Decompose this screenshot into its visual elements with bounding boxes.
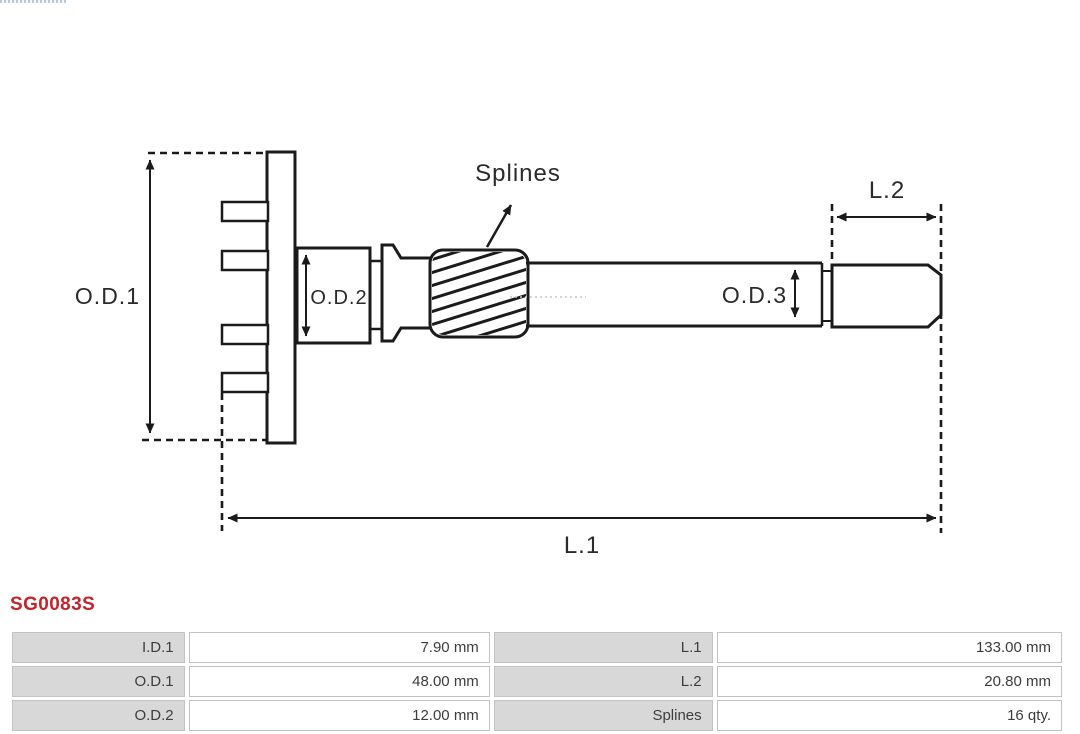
spec-label-cell: O.D.2 [12, 700, 185, 731]
l1-label: L.1 [564, 532, 600, 559]
spec-value-cell: 7.90 mm [188, 632, 490, 663]
od3-label: O.D.3 [722, 282, 787, 308]
spec-row: O.D.2 12.00 mm Splines 16 qty. [12, 700, 1062, 731]
spec-label-cell: L.1 [493, 632, 713, 663]
flange-tab [220, 371, 270, 394]
spec-label-cell: I.D.1 [12, 632, 185, 663]
spline-teeth [432, 252, 526, 335]
page-edge-artifact [0, 0, 66, 3]
flange-tab [220, 323, 270, 346]
spec-table: I.D.1 7.90 mm L.1 133.00 mm O.D.1 48.00 … [8, 629, 1066, 734]
spec-value-cell: 20.80 mm [716, 666, 1062, 697]
part-number: SG0083S [10, 594, 96, 615]
od2-label: O.D.2 [310, 287, 367, 309]
spec-value-cell: 48.00 mm [188, 666, 490, 697]
splines-leader-arrow [485, 204, 513, 248]
flange-tab [220, 249, 270, 272]
spec-label-cell: Splines [493, 700, 713, 731]
spec-row: I.D.1 7.90 mm L.1 133.00 mm [12, 632, 1062, 663]
shaft-step [370, 243, 439, 343]
l2-dimension [830, 204, 943, 533]
spec-label-cell: L.2 [493, 666, 713, 697]
step-shoulder [380, 243, 439, 343]
splines-label: Splines [475, 160, 561, 187]
flange-tab [220, 200, 270, 223]
od1-label: O.D.1 [75, 283, 140, 309]
flange [220, 150, 297, 445]
spec-row: O.D.1 48.00 mm L.2 20.80 mm [12, 666, 1062, 697]
spec-value-cell: 133.00 mm [716, 632, 1062, 663]
od1-dimension [142, 151, 267, 442]
spec-value-cell: 12.00 mm [188, 700, 490, 731]
l2-label: L.2 [869, 177, 905, 204]
spec-label-cell: O.D.1 [12, 666, 185, 697]
spec-value-cell: 16 qty. [716, 700, 1062, 731]
main-shaft [510, 261, 832, 328]
spline-section [428, 248, 530, 339]
flange-body [265, 150, 297, 445]
technical-drawing: O.D.1 O.D.2 Splines [75, 150, 943, 559]
shaft-end [830, 263, 943, 329]
